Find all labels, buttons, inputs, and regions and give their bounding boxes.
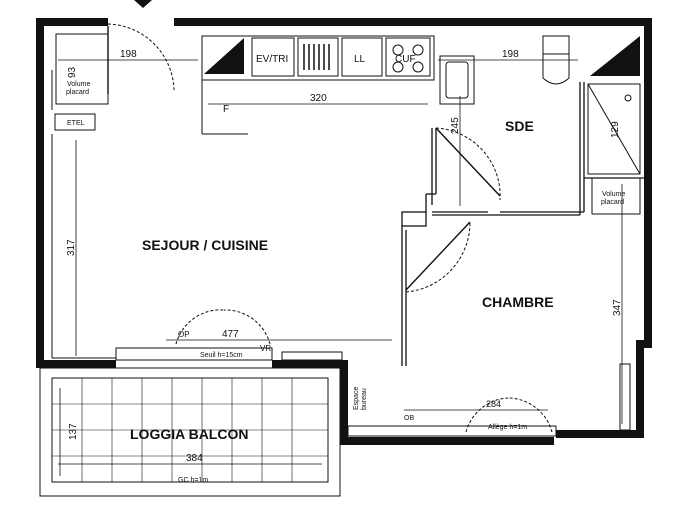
label-f: F bbox=[223, 104, 229, 115]
entry-arrow-icon bbox=[134, 0, 152, 8]
volume-placards bbox=[54, 33, 641, 215]
sde-fixtures bbox=[439, 35, 641, 175]
dim-entry-width: 198 bbox=[120, 49, 137, 60]
label-op: OP bbox=[178, 330, 190, 339]
dim-sde-width: 198 bbox=[502, 49, 519, 60]
label-volume-1: Volume bbox=[67, 81, 90, 88]
placard-hatch-icon bbox=[590, 36, 640, 76]
dim-chambre-height: 347 bbox=[612, 299, 623, 316]
label-ll: LL bbox=[354, 54, 366, 65]
label-bureau: bureau bbox=[361, 388, 368, 410]
label-placard-2: placard bbox=[601, 199, 624, 206]
label-gc: GC h=1m bbox=[178, 477, 208, 484]
inner-contour bbox=[51, 70, 116, 359]
dishwasher-icon bbox=[303, 44, 330, 70]
label-volume-2: Volume bbox=[602, 191, 625, 198]
dim-living-window: 477 bbox=[222, 329, 239, 340]
outer-walls bbox=[36, 18, 652, 445]
label-etel: ETEL bbox=[67, 120, 85, 127]
dim-loggia-width: 384 bbox=[186, 453, 203, 464]
label-ob: OB bbox=[404, 415, 414, 422]
label-seuil: Seuil h=15cm bbox=[200, 352, 243, 359]
label-cuf: CUF bbox=[395, 54, 416, 65]
kitchen-counter bbox=[201, 35, 435, 135]
fridge-hatch-icon bbox=[204, 38, 244, 74]
label-vr: VR bbox=[260, 344, 271, 353]
windows bbox=[115, 347, 631, 437]
doors bbox=[107, 23, 553, 433]
dimension-lines bbox=[58, 59, 623, 476]
loggia-tiles bbox=[52, 378, 328, 482]
dim-bedroom-window: 284 bbox=[486, 399, 501, 409]
dim-sde-height: 245 bbox=[450, 117, 461, 134]
room-sejour-cuisine: SEJOUR / CUISINE bbox=[142, 237, 268, 253]
room-loggia-balcon: LOGGIA BALCON bbox=[130, 426, 248, 442]
label-placard-1: placard bbox=[66, 89, 89, 96]
room-chambre: CHAMBRE bbox=[482, 294, 554, 310]
dim-shower: 129 bbox=[610, 121, 621, 138]
label-allege: Allège h=1m bbox=[488, 424, 527, 431]
label-espace: Espace bbox=[353, 387, 360, 410]
room-sde: SDE bbox=[505, 118, 534, 134]
dim-kitchen-run: 320 bbox=[310, 93, 327, 104]
dim-placard-depth: 93 bbox=[67, 66, 78, 78]
dim-loggia-depth: 137 bbox=[68, 423, 79, 440]
dim-sejour-height: 317 bbox=[66, 239, 77, 256]
label-ev-tri: EV/TRI bbox=[256, 54, 288, 65]
